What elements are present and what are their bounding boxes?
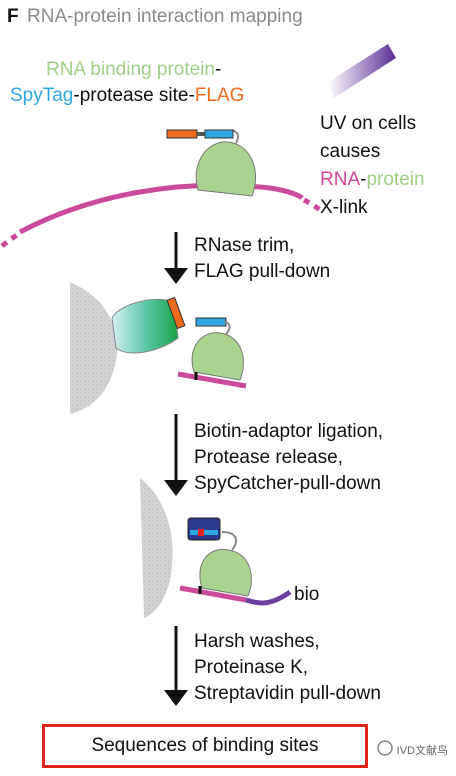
uv-dash: - <box>360 169 367 190</box>
spytag-bound <box>195 317 227 327</box>
arrow-2-head <box>164 480 188 496</box>
rna-strand-dashed-right <box>302 197 326 215</box>
uv-line-1: UV on cells <box>320 113 417 134</box>
panel-title: RNA-protein interaction mapping <box>27 6 303 27</box>
step-3-line-3: Streptavidin pull-down <box>194 683 381 704</box>
panel-letter: F <box>7 6 19 27</box>
bio-label: bio <box>294 584 320 605</box>
uv-protein-word: protein <box>366 169 425 190</box>
step-2-line-2: Protease release, <box>194 447 343 468</box>
watermark-text: IVD文献鸟 <box>396 745 448 757</box>
step-3-line-1: Harsh washes, <box>194 631 320 652</box>
step-1-line-1: RNase trim, <box>194 235 295 256</box>
magnetic-bead-1 <box>70 282 118 414</box>
spytag-label: SpyTag <box>10 85 74 106</box>
rna-strand <box>18 182 304 235</box>
result-text: Sequences of binding sites <box>91 735 319 756</box>
uv-line-4: X-link <box>320 197 368 218</box>
rna-fragment-2 <box>179 585 247 603</box>
magnetic-bead-2 <box>140 478 173 618</box>
spytag <box>204 129 234 139</box>
watermark-icon <box>377 740 393 756</box>
construct-line-2: SpyTag-protease site-FLAG <box>10 84 244 107</box>
uv-line-3: RNA-protein <box>320 168 425 191</box>
rbp-bound <box>191 332 244 381</box>
linker-2 <box>223 321 231 335</box>
protease-site <box>197 132 205 136</box>
flag-tag-bound <box>166 296 186 330</box>
biotin-adaptor <box>245 589 292 606</box>
rna-binding-protein <box>195 141 257 197</box>
rna-fragment <box>177 371 247 389</box>
rna-strand-dashed-left <box>0 230 22 248</box>
result-box: Sequences of binding sites <box>42 724 368 768</box>
protease-cut-site <box>198 529 204 536</box>
flag-tag <box>166 129 198 139</box>
construct-sep-1: - <box>215 59 222 80</box>
flag-label: FLAG <box>194 85 245 106</box>
arrow-1-head <box>164 268 188 284</box>
rbp-label: RNA binding protein <box>46 59 215 80</box>
arrow-3-head <box>164 690 188 706</box>
uv-line-2: causes <box>320 141 381 162</box>
linker-3 <box>221 531 238 551</box>
step-3-line-2: Proteinase K, <box>194 657 309 678</box>
uv-rna-word: RNA <box>320 169 361 190</box>
step-2-line-1: Biotin-adaptor ligation, <box>194 421 384 442</box>
construct-sep-2: -protease site- <box>73 85 195 106</box>
step-1-line-2: FLAG pull-down <box>194 261 331 282</box>
rbp-released <box>199 548 252 597</box>
step-2-line-3: SpyCatcher-pull-down <box>194 473 381 494</box>
construct-line-1: RNA binding protein- <box>46 58 221 81</box>
uv-light-wedge <box>328 44 396 98</box>
anti-flag-antibody <box>111 298 179 354</box>
